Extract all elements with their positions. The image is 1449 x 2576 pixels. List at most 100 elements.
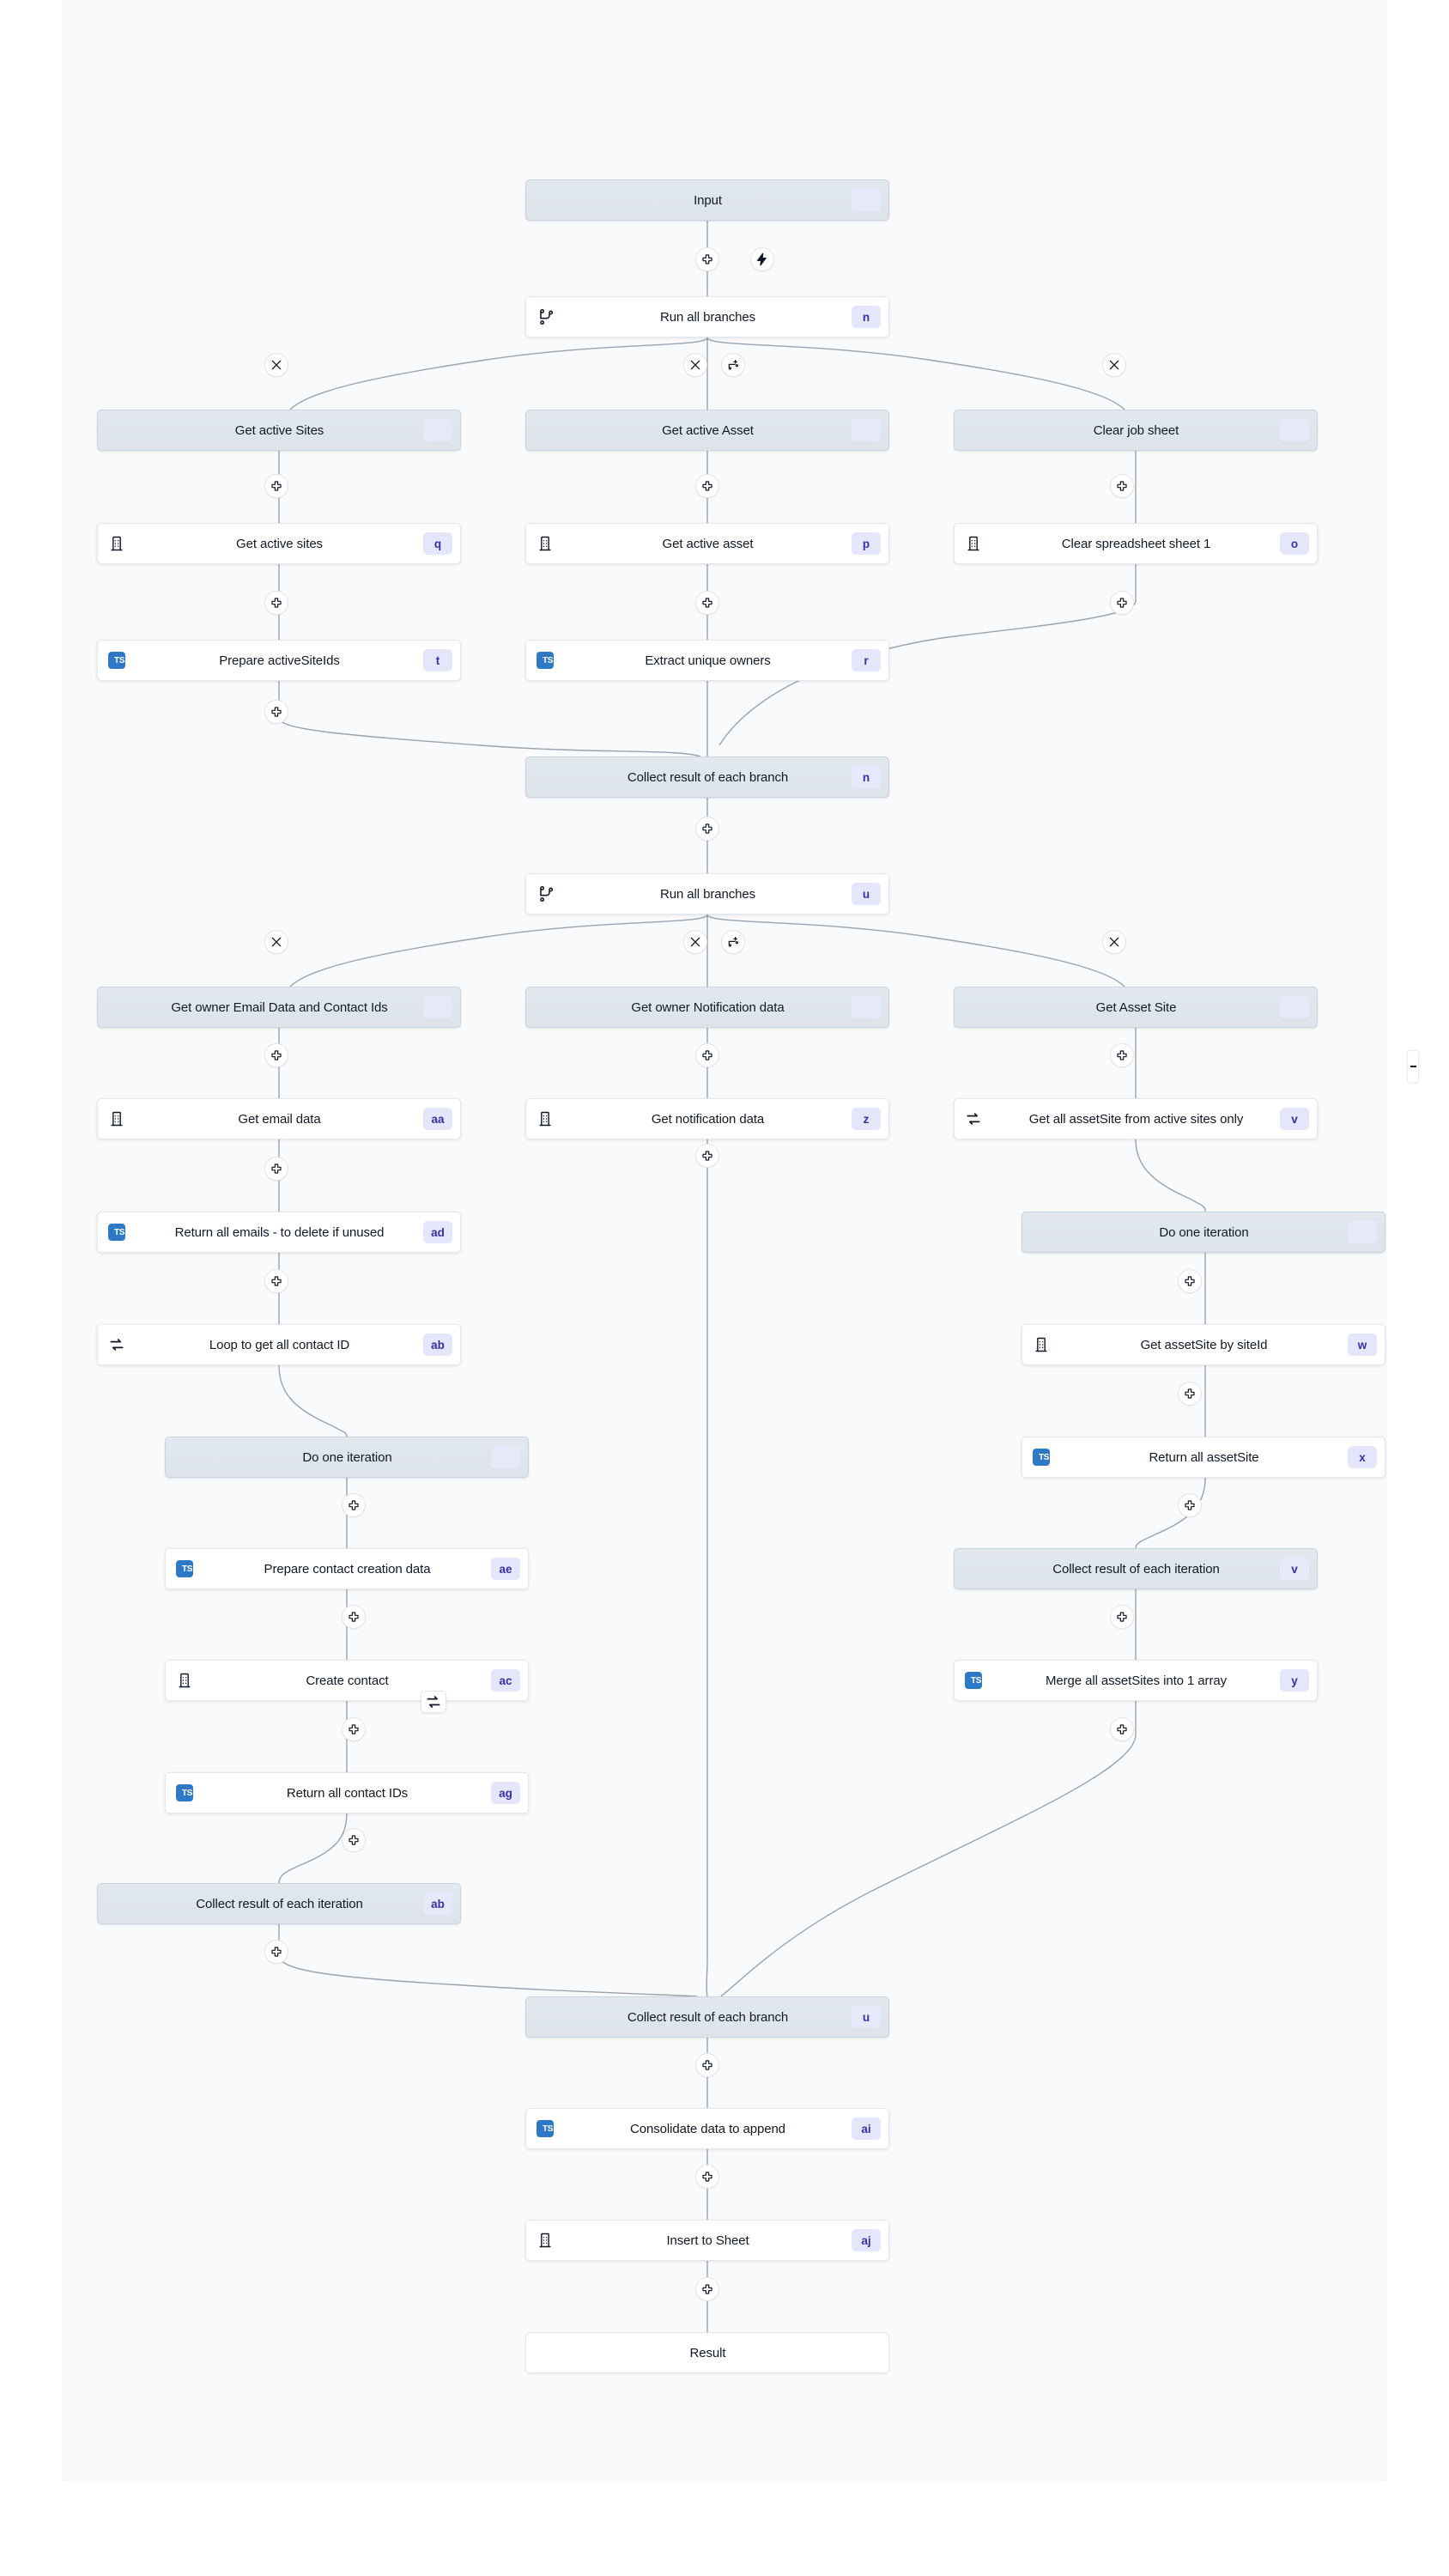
plus-icon (702, 254, 712, 264)
close-icon (690, 937, 700, 947)
add-branch-icon (728, 360, 739, 370)
add-step-button[interactable] (264, 1269, 288, 1293)
add-step-button[interactable] (695, 247, 719, 271)
node-iter1[interactable]: Do one iteration (165, 1437, 529, 1478)
add-step-button[interactable] (695, 1144, 719, 1168)
node-input[interactable]: Input (525, 179, 889, 221)
node-icon-slot: TS (166, 1548, 203, 1589)
plus-icon (1117, 1724, 1127, 1735)
add-step-button[interactable] (1178, 1493, 1202, 1517)
add-step-button[interactable] (264, 700, 288, 724)
remove-branch-button[interactable] (1102, 353, 1126, 377)
node-id-badge: x (1348, 1446, 1377, 1468)
add-step-button[interactable] (264, 1157, 288, 1181)
add-step-button[interactable] (1110, 474, 1134, 498)
add-branch-button[interactable] (721, 353, 745, 377)
remove-branch-button[interactable] (264, 930, 288, 954)
remove-branch-button[interactable] (264, 353, 288, 377)
node-icon-slot (98, 1324, 136, 1365)
node-b1b[interactable]: Get active Asset (525, 410, 889, 451)
add-step-button[interactable] (264, 1043, 288, 1067)
node-label: Create contact (306, 1673, 389, 1688)
node-id-badge (852, 189, 881, 211)
node-result[interactable]: Result (525, 2332, 889, 2373)
add-step-button[interactable] (342, 1493, 366, 1517)
node-b1c[interactable]: Clear job sheet (954, 410, 1318, 451)
node-v[interactable]: Get all assetSite from active sites only… (954, 1098, 1318, 1139)
add-step-button[interactable] (695, 2277, 719, 2301)
node-label: Get assetSite by siteId (1140, 1337, 1268, 1352)
node-label: Collect result of each iteration (1052, 1561, 1220, 1577)
add-step-button[interactable] (695, 591, 719, 615)
add-step-button[interactable] (264, 591, 288, 615)
remove-branch-button[interactable] (683, 353, 707, 377)
add-branch-icon (728, 937, 739, 947)
plus-icon (271, 481, 282, 491)
node-id-badge (1348, 1221, 1377, 1243)
add-step-button[interactable] (1178, 1382, 1202, 1406)
add-step-button[interactable] (1110, 1717, 1134, 1741)
remove-branch-button[interactable] (683, 930, 707, 954)
add-step-button[interactable] (342, 1605, 366, 1629)
trigger-button[interactable] (750, 247, 774, 271)
node-b1a[interactable]: Get active Sites (97, 410, 461, 451)
node-b2c[interactable]: Get Asset Site (954, 987, 1318, 1028)
collapse-panel-button[interactable] (1407, 1050, 1419, 1083)
add-step-button[interactable] (695, 474, 719, 498)
node-label: Do one iteration (302, 1449, 392, 1465)
node-id-badge: v (1280, 1108, 1309, 1130)
node-label: Collect result of each branch (627, 2009, 789, 2025)
add-step-button[interactable] (695, 817, 719, 841)
add-step-button[interactable] (1178, 1269, 1202, 1293)
remove-branch-button[interactable] (1102, 930, 1126, 954)
node-icon-slot (955, 523, 992, 564)
plus-icon (1117, 1050, 1127, 1060)
node-collect2[interactable]: Collect result of each branch u (525, 1996, 889, 2038)
node-id-badge: u (852, 2006, 881, 2028)
add-step-button[interactable] (695, 2053, 719, 2077)
add-step-button[interactable] (342, 1828, 366, 1852)
add-step-button[interactable] (1110, 591, 1134, 615)
node-b2a[interactable]: Get owner Email Data and Contact Ids (97, 987, 461, 1028)
plus-icon (702, 1050, 712, 1060)
node-icon-slot (526, 2220, 564, 2261)
typescript-icon: TS (176, 1560, 193, 1577)
retry-loop-badge[interactable] (421, 1691, 446, 1713)
node-icon-slot (98, 1883, 136, 1924)
add-step-button[interactable] (264, 1940, 288, 1964)
node-id-badge: ab (423, 1334, 452, 1356)
add-step-button[interactable] (695, 2165, 719, 2189)
node-b2b[interactable]: Get owner Notification data (525, 987, 889, 1028)
add-step-button[interactable] (342, 1717, 366, 1741)
node-iter2[interactable]: Do one iteration (1022, 1212, 1385, 1253)
add-step-button[interactable] (695, 1043, 719, 1067)
node-label: Input (694, 192, 722, 208)
node-id-badge (423, 419, 452, 441)
add-branch-button[interactable] (721, 930, 745, 954)
add-step-button[interactable] (1110, 1605, 1134, 1629)
add-step-button[interactable] (1110, 1043, 1134, 1067)
add-step-button[interactable] (264, 474, 288, 498)
